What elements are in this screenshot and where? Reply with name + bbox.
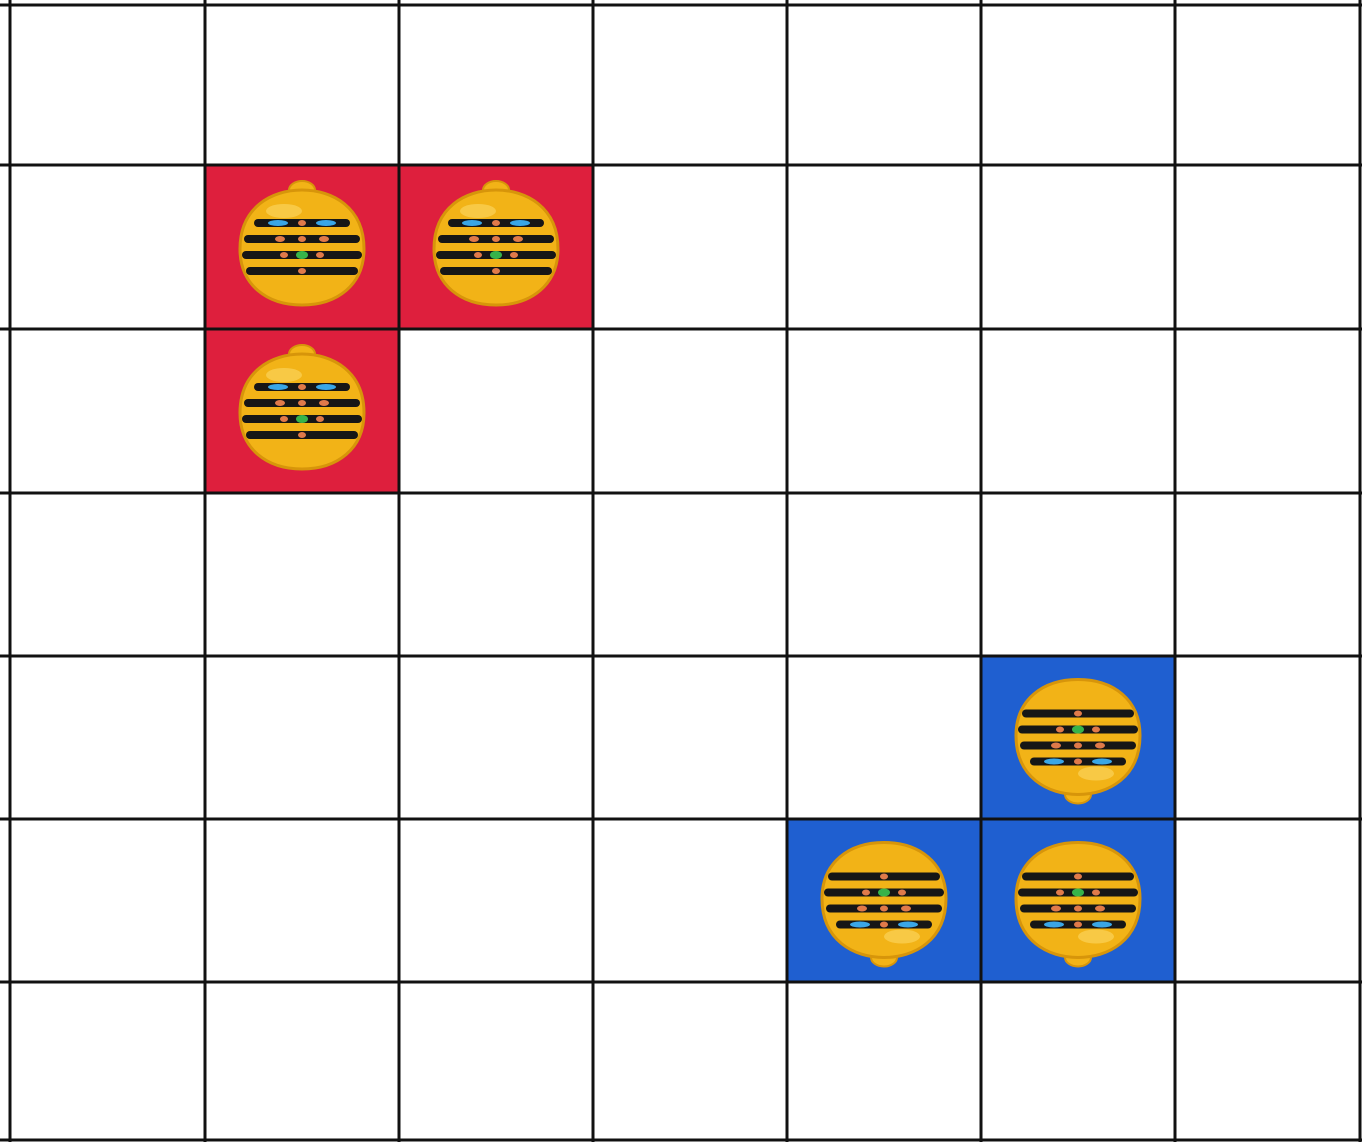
game-board [0,0,1362,1142]
